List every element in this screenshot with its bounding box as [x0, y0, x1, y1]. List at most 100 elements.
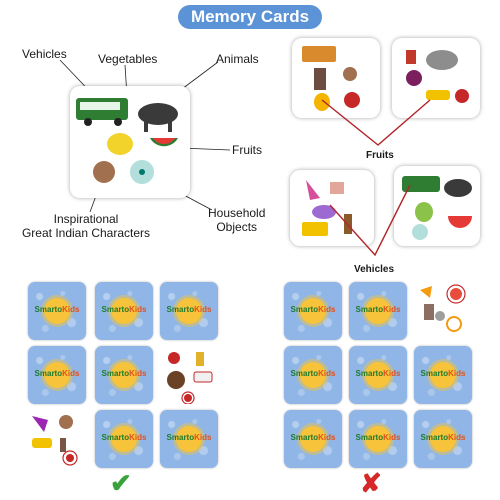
- apple-icon: [344, 92, 360, 108]
- watermelon-icon: [448, 216, 472, 228]
- buffalo-icon: [138, 103, 178, 132]
- box-icon: [330, 182, 344, 194]
- match-connectors: [321, 99, 431, 257]
- label-inspirational-line2: Great Indian Characters: [21, 226, 151, 240]
- label-household-line2: Objects: [216, 220, 258, 234]
- highlight-circle: [62, 450, 78, 466]
- card-back[interactable]: SmartoKids: [95, 346, 153, 404]
- brand-logo: SmartoKids: [166, 433, 212, 442]
- label-vehicles: Vehicles: [22, 47, 67, 61]
- tomato-icon: [168, 352, 180, 364]
- card-back[interactable]: SmartoKids: [284, 282, 342, 340]
- fan-icon: [412, 224, 428, 240]
- brand-logo: SmartoKids: [290, 369, 336, 378]
- sun-icon: [300, 362, 326, 388]
- brand-logo: SmartoKids: [34, 305, 80, 314]
- vehicles-card-right-illustration: [402, 176, 472, 240]
- brand-logo: SmartoKids: [166, 305, 212, 314]
- vehicles-card-left: [290, 170, 374, 246]
- card-back[interactable]: SmartoKids: [284, 410, 342, 468]
- person-icon: [424, 304, 434, 320]
- sun-icon: [300, 426, 326, 452]
- rocket-icon: [420, 286, 432, 298]
- brand-logo: SmartoKids: [101, 305, 147, 314]
- card-face-up[interactable]: [160, 346, 218, 405]
- pineapple-icon: [314, 93, 330, 111]
- sun-icon: [430, 426, 456, 452]
- fan-icon: [130, 160, 154, 184]
- label-inspirational: Inspirational Great Indian Characters: [12, 212, 160, 240]
- dancer-icon: [32, 416, 48, 432]
- correct-check-icon: ✔: [110, 468, 132, 498]
- match-label-vehicles: Vehicles: [354, 264, 395, 275]
- sun-icon: [111, 362, 137, 388]
- card-back[interactable]: SmartoKids: [28, 346, 86, 404]
- stick-icon: [60, 438, 66, 452]
- fruits-card-left: [292, 38, 380, 118]
- fruits-card-right-illustration: [406, 50, 469, 103]
- card-back[interactable]: SmartoKids: [349, 410, 407, 468]
- car-icon: [32, 438, 52, 448]
- label-inspirational-line1: Inspirational: [53, 212, 119, 226]
- sun-icon: [111, 298, 137, 324]
- car-icon: [426, 90, 450, 100]
- card-back[interactable]: SmartoKids: [349, 282, 407, 340]
- apple-icon: [66, 454, 74, 462]
- example-card: [70, 86, 190, 198]
- sun-icon: [44, 298, 70, 324]
- bus-icon: [76, 98, 128, 126]
- fruits-card-right: [392, 38, 480, 118]
- fruit-icon: [450, 288, 462, 300]
- card-face-up[interactable]: [416, 280, 474, 338]
- card-back[interactable]: SmartoKids: [349, 346, 407, 404]
- sun-icon: [365, 362, 391, 388]
- chair-icon: [314, 68, 326, 90]
- sun-icon: [176, 298, 202, 324]
- brand-logo: SmartoKids: [355, 433, 401, 442]
- apple-icon: [455, 89, 469, 103]
- label-animals: Animals: [216, 52, 259, 66]
- brand-logo: SmartoKids: [355, 305, 401, 314]
- face-icon: [167, 371, 185, 389]
- card-back[interactable]: SmartoKids: [28, 282, 86, 340]
- card-back[interactable]: SmartoKids: [284, 346, 342, 404]
- card-face-illustration: [167, 352, 213, 405]
- lemon-icon: [107, 133, 133, 155]
- label-vegetables: Vegetables: [98, 52, 158, 66]
- brand-logo: SmartoKids: [290, 433, 336, 442]
- card-back[interactable]: SmartoKids: [95, 282, 153, 340]
- watermelon-icon: [150, 138, 178, 147]
- ambulance-icon: [193, 371, 213, 383]
- apple-icon: [184, 394, 192, 402]
- onion-icon: [406, 70, 422, 86]
- key-icon: [196, 352, 204, 366]
- dancer-icon: [306, 180, 320, 200]
- sun-icon: [430, 362, 456, 388]
- sun-icon: [300, 298, 326, 324]
- card-back[interactable]: SmartoKids: [414, 410, 472, 468]
- match-label-fruits: Fruits: [366, 150, 394, 161]
- card-back[interactable]: SmartoKids: [95, 410, 153, 468]
- card-back[interactable]: SmartoKids: [160, 410, 218, 468]
- vehicles-card-right: [394, 166, 480, 246]
- face-icon: [59, 415, 73, 429]
- sun-icon: [176, 426, 202, 452]
- face-icon: [343, 67, 357, 81]
- card-back[interactable]: SmartoKids: [414, 346, 472, 404]
- card-face-up[interactable]: [26, 410, 84, 468]
- brand-logo: SmartoKids: [355, 369, 401, 378]
- truck-icon: [302, 46, 336, 62]
- face-icon: [93, 161, 115, 183]
- highlight-circle: [446, 284, 466, 304]
- brand-logo: SmartoKids: [101, 433, 147, 442]
- card-face-illustration: [420, 284, 466, 332]
- buffalo-icon: [444, 179, 472, 197]
- excavator-icon: [302, 222, 328, 236]
- page-title: Memory Cards: [178, 5, 322, 29]
- sun-icon: [44, 362, 70, 388]
- fruits-card-left-illustration: [302, 46, 360, 111]
- eggplant-icon: [312, 205, 336, 219]
- animal-icon: [435, 311, 445, 321]
- brand-logo: SmartoKids: [101, 369, 147, 378]
- card-back[interactable]: SmartoKids: [160, 282, 218, 340]
